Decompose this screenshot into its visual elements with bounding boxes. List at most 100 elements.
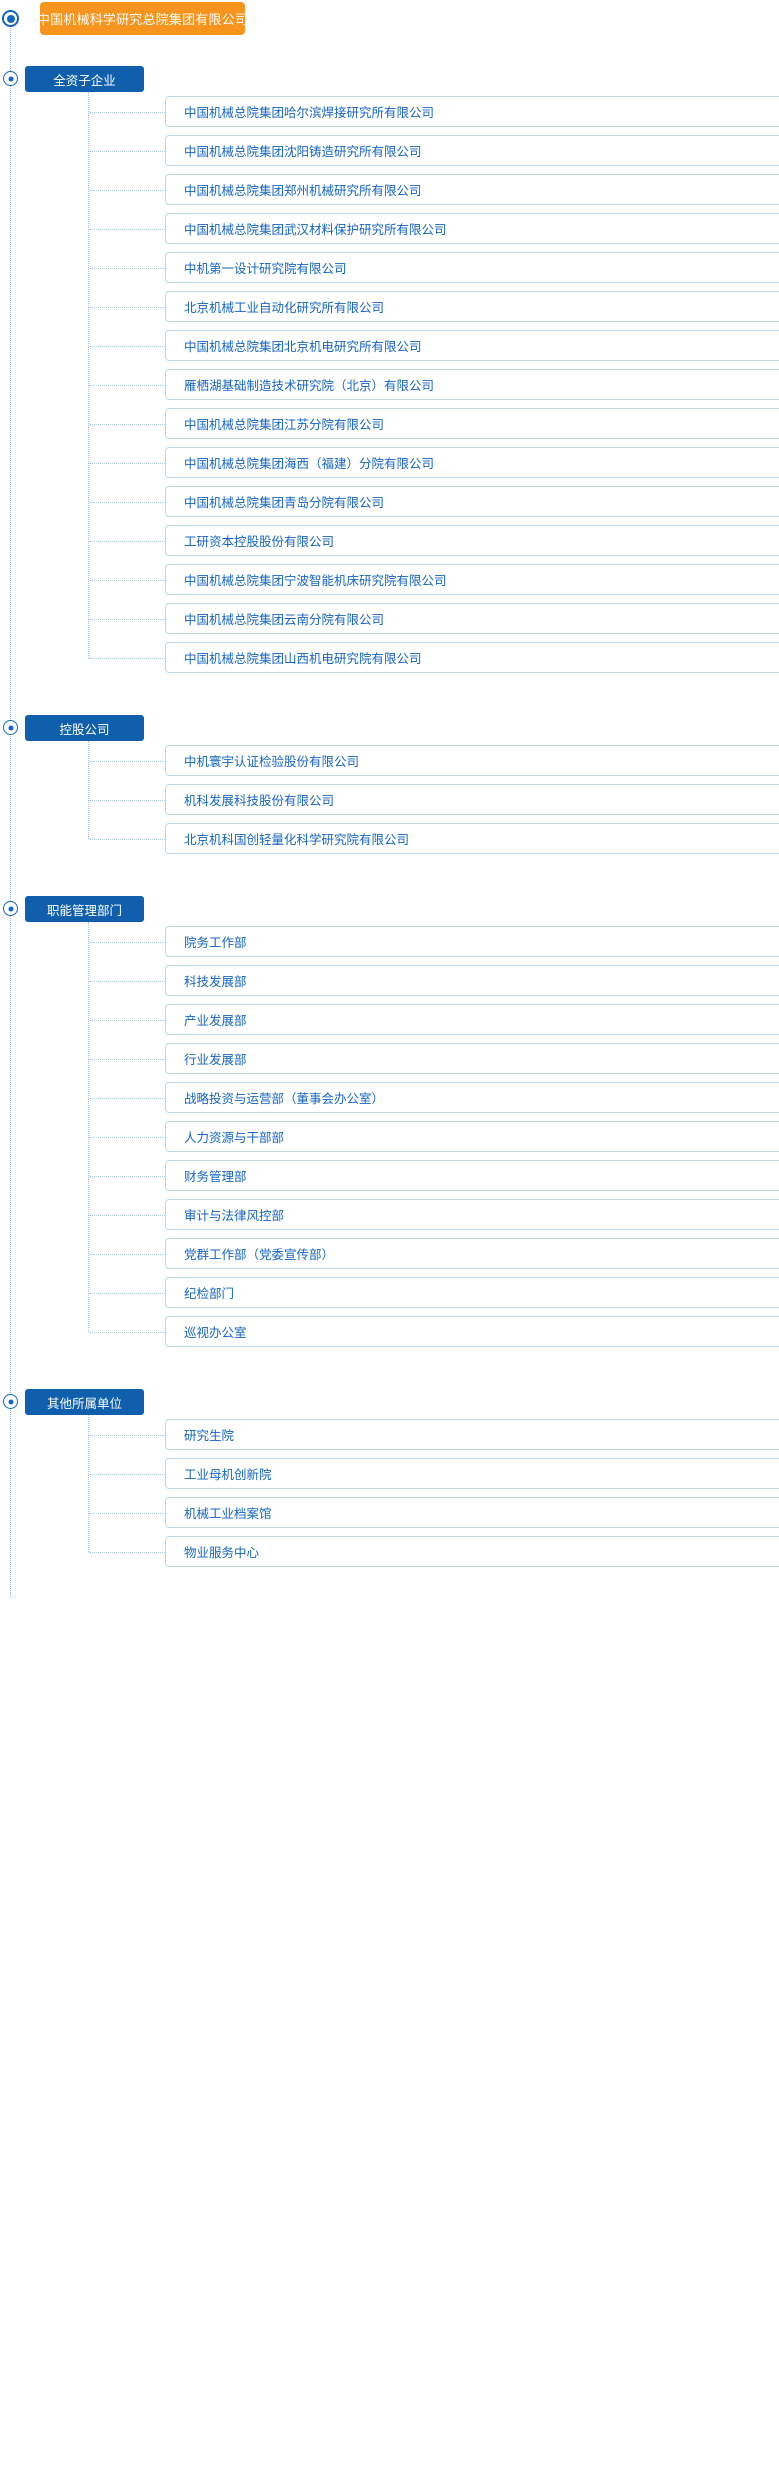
group-header-2[interactable]: 控股公司 [25,715,144,741]
org-item-label: 中国机械总院集团云南分院有限公司 [184,613,385,627]
org-item-label: 物业服务中心 [184,1546,260,1560]
org-item-card[interactable]: 人力资源与干部部 [165,1121,779,1152]
org-item-label: 工业母机创新院 [184,1468,272,1482]
org-item-card[interactable]: 中机第一设计研究院有限公司 [165,252,779,283]
connector-line [89,189,165,191]
org-item-label: 巡视办公室 [184,1326,247,1340]
group-header-label: 控股公司 [59,722,110,737]
connector-line [89,799,165,801]
connector-line [89,941,165,943]
group-header-4[interactable]: 其他所属单位 [25,1389,144,1415]
org-item-label: 研究生院 [184,1429,235,1443]
group-header-label: 其他所属单位 [46,1396,122,1411]
org-item-card[interactable]: 北京机械工业自动化研究所有限公司 [165,291,779,322]
connector-line [89,345,165,347]
connector-line [89,1253,165,1255]
connector-line [89,111,165,113]
group-sub-spine-4 [88,1415,89,1552]
org-item-label: 中国机械总院集团宁波智能机床研究院有限公司 [184,574,447,588]
org-item-label: 中机寰宇认证检验股份有限公司 [184,755,360,769]
org-item-card[interactable]: 院务工作部 [165,926,779,957]
connector-line [89,150,165,152]
group-header-label: 职能管理部门 [46,903,122,918]
group-sub-spine-3 [88,922,89,1332]
org-item-label: 中机第一设计研究院有限公司 [184,262,347,276]
org-item-label: 中国机械总院集团北京机电研究所有限公司 [184,340,422,354]
org-item-card[interactable]: 研究生院 [165,1419,779,1450]
group-header-3[interactable]: 职能管理部门 [25,896,144,922]
group-header-label: 全资子企业 [53,73,116,88]
org-item-label: 中国机械总院集团沈阳铸造研究所有限公司 [184,145,422,159]
org-item-card[interactable]: 北京机科国创轻量化科学研究院有限公司 [165,823,779,854]
connector-line [89,579,165,581]
connector-line [89,1512,165,1514]
org-item-card[interactable]: 中国机械总院集团哈尔滨焊接研究所有限公司 [165,96,779,127]
org-item-label: 战略投资与运营部（董事会办公室） [184,1092,385,1106]
org-item-label: 机科发展科技股份有限公司 [184,794,335,808]
org-item-card[interactable]: 科技发展部 [165,965,779,996]
org-item-card[interactable]: 机械工业档案馆 [165,1497,779,1528]
org-item-card[interactable]: 物业服务中心 [165,1536,779,1567]
org-item-card[interactable]: 战略投资与运营部（董事会办公室） [165,1082,779,1113]
connector-line [89,306,165,308]
org-item-label: 中国机械总院集团哈尔滨焊接研究所有限公司 [184,106,435,120]
spine-node-group-2 [3,720,18,735]
org-item-card[interactable]: 中国机械总院集团北京机电研究所有限公司 [165,330,779,361]
connector-line [89,267,165,269]
org-item-label: 纪检部门 [184,1287,235,1301]
main-spine [10,26,11,1597]
org-item-label: 机械工业档案馆 [184,1507,272,1521]
org-item-card[interactable]: 中国机械总院集团江苏分院有限公司 [165,408,779,439]
org-item-label: 院务工作部 [184,936,247,950]
org-item-card[interactable]: 中国机械总院集团山西机电研究院有限公司 [165,642,779,673]
org-item-card[interactable]: 党群工作部（党委宣传部） [165,1238,779,1269]
org-item-card[interactable]: 工研资本控股股份有限公司 [165,525,779,556]
connector-line [89,1551,165,1553]
spine-node-group-4 [3,1394,18,1409]
org-item-card[interactable]: 巡视办公室 [165,1316,779,1347]
org-item-label: 党群工作部（党委宣传部） [184,1248,335,1262]
org-item-card[interactable]: 雁栖湖基础制造技术研究院（北京）有限公司 [165,369,779,400]
org-item-label: 中国机械总院集团江苏分院有限公司 [184,418,385,432]
org-item-label: 工研资本控股股份有限公司 [184,535,335,549]
connector-line [89,1434,165,1436]
root-org-label: 中国机械科学研究总院集团有限公司 [36,12,249,27]
org-item-card[interactable]: 中国机械总院集团郑州机械研究所有限公司 [165,174,779,205]
org-item-card[interactable]: 审计与法律风控部 [165,1199,779,1230]
group-header-1[interactable]: 全资子企业 [25,66,144,92]
org-item-card[interactable]: 机科发展科技股份有限公司 [165,784,779,815]
org-item-card[interactable]: 财务管理部 [165,1160,779,1191]
org-item-card[interactable]: 中国机械总院集团青岛分院有限公司 [165,486,779,517]
org-item-card[interactable]: 工业母机创新院 [165,1458,779,1489]
connector-line [89,462,165,464]
org-item-label: 中国机械总院集团郑州机械研究所有限公司 [184,184,422,198]
org-item-label: 雁栖湖基础制造技术研究院（北京）有限公司 [184,379,435,393]
org-item-card[interactable]: 中国机械总院集团海西（福建）分院有限公司 [165,447,779,478]
org-item-card[interactable]: 行业发展部 [165,1043,779,1074]
group-sub-spine-2 [88,741,89,839]
connector-line [89,760,165,762]
org-item-label: 中国机械总院集团海西（福建）分院有限公司 [184,457,435,471]
connector-line [89,384,165,386]
connector-line [89,1331,165,1333]
org-item-card[interactable]: 产业发展部 [165,1004,779,1035]
spine-node-group-1 [3,71,18,86]
org-item-card[interactable]: 中国机械总院集团宁波智能机床研究院有限公司 [165,564,779,595]
org-item-card[interactable]: 中国机械总院集团云南分院有限公司 [165,603,779,634]
org-item-label: 中国机械总院集团青岛分院有限公司 [184,496,385,510]
connector-line [89,501,165,503]
org-item-card[interactable]: 中机寰宇认证检验股份有限公司 [165,745,779,776]
connector-line [89,423,165,425]
connector-line [89,1136,165,1138]
connector-line [89,1097,165,1099]
org-item-label: 中国机械总院集团山西机电研究院有限公司 [184,652,422,666]
connector-line [89,1058,165,1060]
org-item-label: 科技发展部 [184,975,247,989]
org-item-card[interactable]: 中国机械总院集团武汉材料保护研究所有限公司 [165,213,779,244]
org-item-card[interactable]: 中国机械总院集团沈阳铸造研究所有限公司 [165,135,779,166]
org-item-label: 北京机械工业自动化研究所有限公司 [184,301,385,315]
group-sub-spine-1 [88,92,89,658]
org-item-label: 产业发展部 [184,1014,247,1028]
root-org-node[interactable]: 中国机械科学研究总院集团有限公司 [36,2,249,35]
org-item-card[interactable]: 纪检部门 [165,1277,779,1308]
